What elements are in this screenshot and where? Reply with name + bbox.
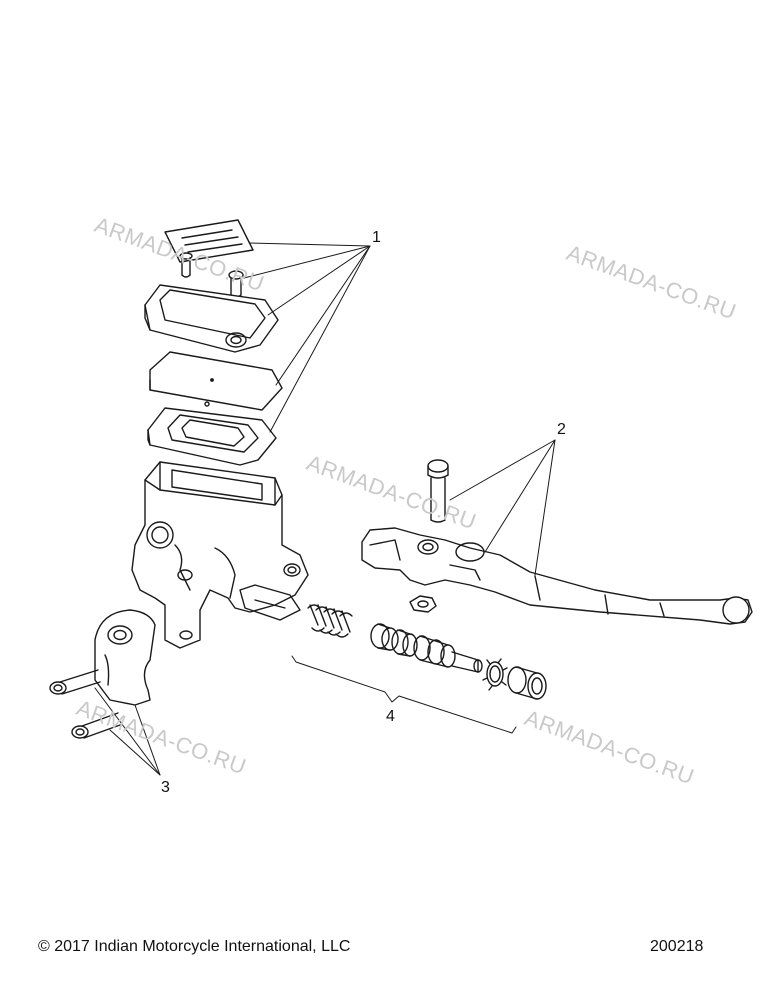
leader-lines-1: [243, 242, 371, 433]
copyright-notice: © 2017 Indian Motorcycle International, …: [38, 938, 351, 955]
diaphragm-plate: [149, 351, 283, 411]
cover-screw-left: [179, 252, 193, 278]
leader-lines-3: [94, 687, 161, 776]
callout-4: 4: [386, 708, 395, 725]
reservoir-decal: [164, 219, 254, 263]
brake-lever: [361, 527, 753, 625]
piston-cup-primary: [370, 623, 399, 651]
dust-boot: [507, 666, 547, 700]
lever-pivot-nut: [409, 595, 437, 613]
master-cylinder-body: [131, 461, 309, 649]
leader-lines-2: [449, 439, 556, 576]
piston: [413, 635, 483, 673]
clamp-bolt-upper: [49, 669, 101, 695]
part-number: 200218: [650, 938, 704, 955]
kit-bracket: [291, 655, 517, 734]
handlebar-clamp: [94, 609, 156, 706]
piston-cup-secondary: [391, 629, 418, 657]
snap-ring: [482, 658, 508, 691]
lever-pivot-bolt: [427, 459, 449, 523]
reservoir-cover: [144, 284, 279, 353]
reservoir-gasket: [147, 407, 277, 466]
callout-3: 3: [161, 779, 170, 796]
callout-1: 1: [372, 229, 381, 246]
callout-2: 2: [557, 421, 566, 438]
piston-spring: [307, 604, 353, 638]
clamp-bolt-lower: [71, 712, 121, 739]
